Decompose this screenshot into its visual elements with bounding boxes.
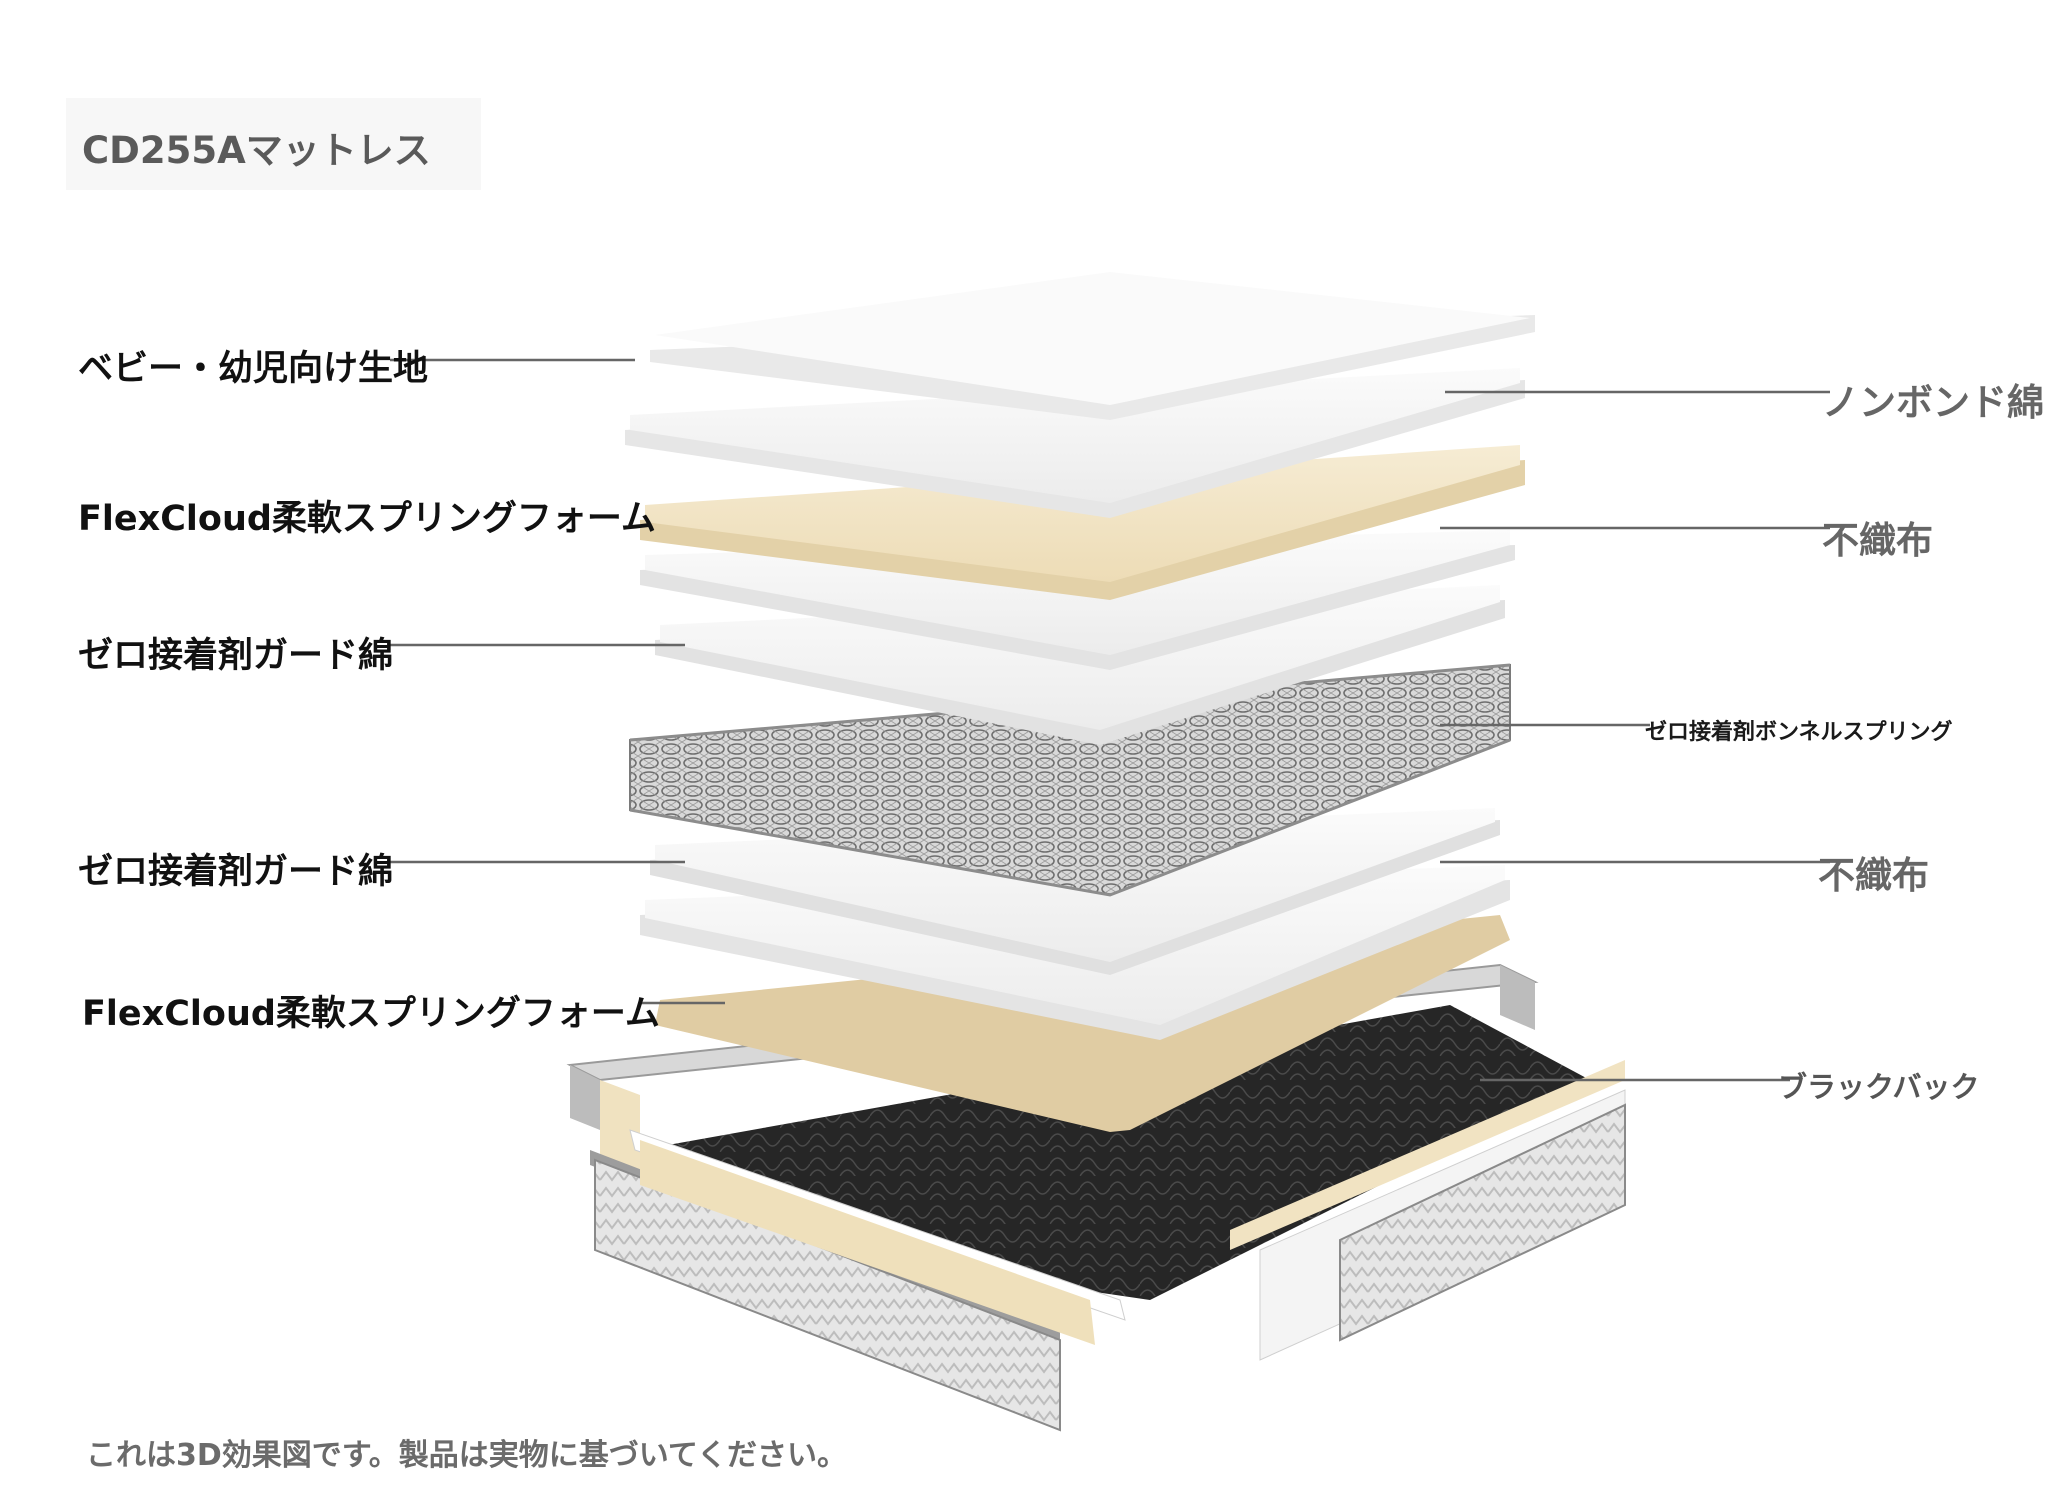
label-bonnell-spring: ゼロ接着剤ボンネルスプリング <box>1645 720 1953 745</box>
label-nonwoven-lower: 不織布 <box>1818 854 1929 897</box>
label-nonbonded-cotton: ノンボンド綿 <box>1822 381 2044 424</box>
page-title-text: CD255Aマットレス <box>82 129 431 172</box>
label-flexcloud-foam-bottom: FlexCloud柔軟スプリングフォーム <box>82 994 660 1034</box>
label-baby-fabric: ベビー・幼児向け生地 <box>78 349 429 389</box>
label-nonwoven-upper: 不織布 <box>1822 519 1933 562</box>
base-frame <box>566 963 1626 1432</box>
leader-lines <box>390 358 1830 1082</box>
label-flexcloud-foam-top: FlexCloud柔軟スプリングフォーム <box>78 499 656 539</box>
page-title: CD255Aマットレス <box>66 98 481 190</box>
label-black-back: ブラックバック <box>1778 1070 1980 1104</box>
baby-fabric-layer <box>650 272 1535 420</box>
label-guard-cotton-upper: ゼロ接着剤ガード綿 <box>78 636 394 676</box>
nonbonded-cotton-layer <box>625 368 1525 518</box>
disclaimer-note: これは3D効果図です。製品は実物に基づいてください。 <box>86 1438 847 1473</box>
label-guard-cotton-lower: ゼロ接着剤ガード綿 <box>78 852 394 892</box>
